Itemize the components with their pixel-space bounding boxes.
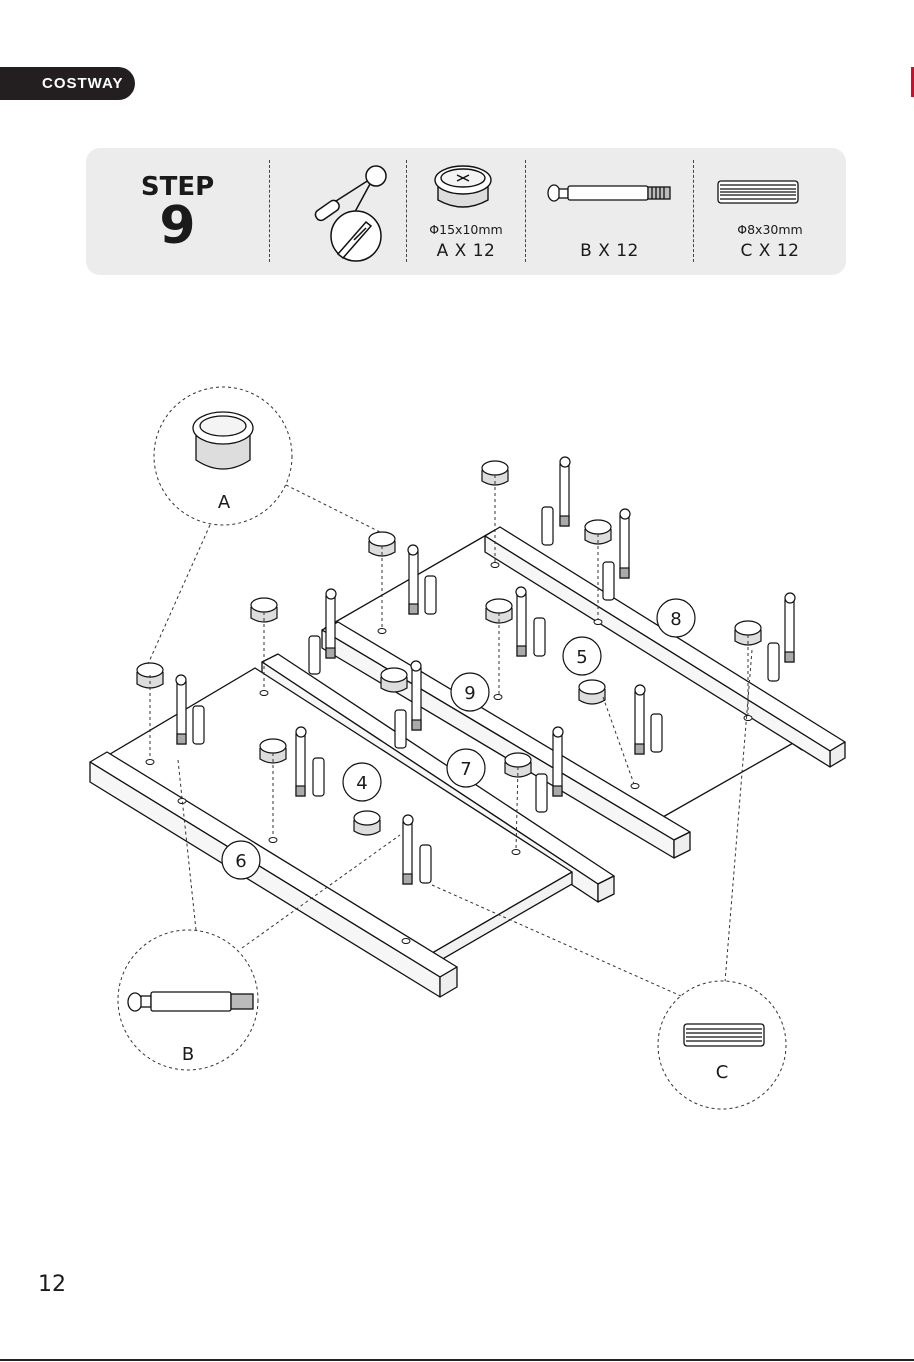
cam-bolt-icon — [635, 685, 645, 754]
part-a-quantity: A X 12 — [407, 241, 525, 261]
part-b-cell: B X 12 — [526, 148, 693, 275]
assembly-diagram: A B C 4 5 6 7 8 9 — [0, 300, 914, 1120]
panel-number-4: 4 — [356, 773, 367, 794]
wooden-dowel-icon — [395, 710, 406, 748]
cam-bolt-icon — [553, 727, 563, 796]
part-c-cell: Φ8x30mm C X 12 — [694, 148, 846, 275]
part-b-quantity: B X 12 — [526, 241, 693, 261]
wooden-dowel-icon — [309, 636, 320, 674]
wooden-dowel-icon — [651, 714, 662, 752]
cam-bolt-icon — [620, 509, 630, 578]
wooden-dowel-icon — [534, 618, 545, 656]
panel-number-8: 8 — [670, 609, 681, 630]
callout-c-label: C — [716, 1062, 729, 1083]
wooden-dowel-icon — [536, 774, 547, 812]
cam-bolt-icon — [516, 587, 526, 656]
callout-a-label: A — [218, 492, 231, 513]
panel-number-6: 6 — [235, 851, 246, 872]
cam-lock-icon — [381, 668, 407, 692]
wooden-dowel-icon — [768, 643, 779, 681]
cam-bolt-icon — [296, 727, 306, 796]
wooden-dowel-icon — [425, 576, 436, 614]
cam-lock-icon — [354, 811, 380, 835]
cam-bolt-icon — [326, 589, 336, 658]
panel-number-9: 9 — [464, 683, 475, 704]
part-c-quantity: C X 12 — [694, 241, 846, 261]
step-number: 9 — [86, 200, 269, 252]
cam-lock-icon — [193, 412, 253, 469]
panel-number-7: 7 — [460, 759, 471, 780]
step-header-box: STEP 9 Φ15x10mm — [86, 148, 846, 275]
wooden-dowel-icon — [313, 758, 324, 796]
page-number: 12 — [38, 1272, 66, 1297]
cam-bolt-icon — [408, 545, 418, 614]
cam-bolt-icon — [411, 661, 421, 730]
part-c-spec: Φ8x30mm — [694, 222, 846, 237]
part-a-spec: Φ15x10mm — [407, 222, 525, 237]
cam-bolt-icon — [560, 457, 570, 526]
tool-cell — [270, 148, 406, 275]
cam-bolt-icon — [403, 815, 413, 884]
cam-lock-icon — [579, 680, 605, 704]
cam-bolt-icon — [176, 675, 186, 744]
wooden-dowel-icon — [684, 1024, 764, 1046]
cam-bolt-icon — [785, 593, 795, 662]
brand-logo: COSTWAY — [0, 67, 135, 100]
wooden-dowel-icon — [542, 507, 553, 545]
phillips-screwdriver-icon — [270, 148, 406, 275]
wooden-dowel-icon — [193, 706, 204, 744]
part-a-cell: Φ15x10mm A X 12 — [407, 148, 525, 275]
callout-b-label: B — [182, 1044, 194, 1065]
wooden-dowel-icon — [420, 845, 431, 883]
brand-name: COSTWAY — [42, 75, 123, 92]
wooden-dowel-icon — [603, 562, 614, 600]
panel-number-5: 5 — [576, 647, 587, 668]
bottom-rule — [0, 1359, 914, 1361]
step-label: STEP 9 — [86, 174, 269, 252]
